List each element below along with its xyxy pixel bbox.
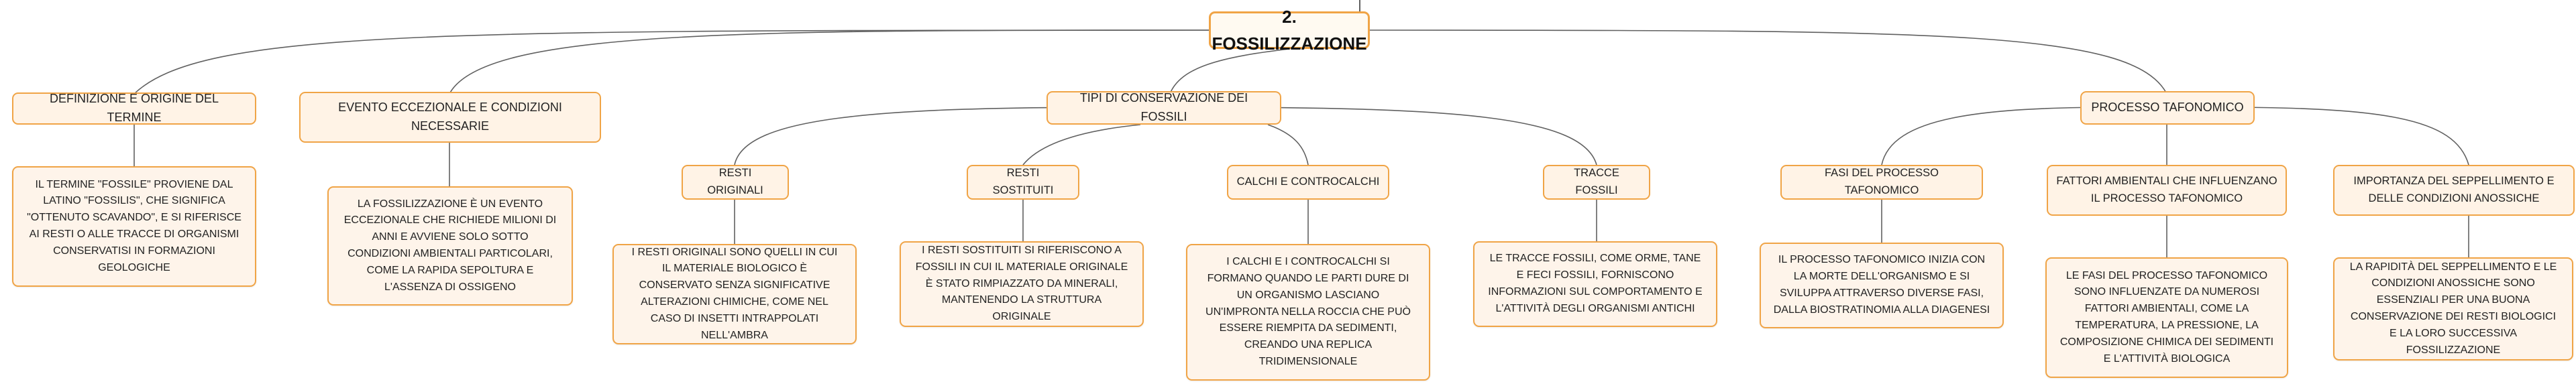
node-fasi-processo[interactable]: FASI DEL PROCESSO TAFONOMICO — [1780, 165, 1983, 200]
text-definizione: IL TERMINE "FOSSILE" PROVIENE DAL LATINO… — [12, 166, 256, 287]
connector-root-tipi — [1169, 48, 1290, 94]
text-importanza-seppellimento: LA RAPIDITÀ DEL SEPPELLIMENTO E LE CONDI… — [2333, 257, 2573, 361]
connector-tipi-tracce — [1200, 107, 1597, 166]
node-resti-originali[interactable]: RESTI ORIGINALI — [682, 165, 789, 200]
connector-root-definizione — [133, 29, 1210, 94]
text-tracce-fossili: LE TRACCE FOSSILI, COME ORME, TANE E FEC… — [1473, 241, 1717, 327]
text-resti-sostituiti: I RESTI SOSTITUITI SI RIFERISCONO A FOSS… — [900, 241, 1144, 327]
text-evento: LA FOSSILIZZAZIONE È UN EVENTO ECCEZIONA… — [327, 186, 573, 306]
node-fattori-ambientali[interactable]: FATTORI AMBIENTALI CHE INFLUENZANO IL PR… — [2047, 165, 2287, 216]
node-definizione[interactable]: DEFINIZIONE E ORIGINE DEL TERMINE — [12, 92, 256, 125]
node-calchi-controcalchi[interactable]: CALCHI E CONTROCALCHI — [1227, 165, 1389, 200]
connector-tipi-calchi — [1267, 124, 1309, 166]
connector-root-evento — [449, 29, 1210, 94]
text-resti-originali: I RESTI ORIGINALI SONO QUELLI IN CUI IL … — [612, 244, 857, 344]
node-tracce-fossili[interactable]: TRACCE FOSSILI — [1543, 165, 1650, 200]
node-evento[interactable]: EVENTO ECCEZIONALE E CONDIZIONI NECESSAR… — [299, 92, 601, 143]
text-fasi-processo: IL PROCESSO TAFONOMICO INIZIA CON LA MOR… — [1760, 243, 2004, 328]
text-fattori-ambientali: LE FASI DEL PROCESSO TAFONOMICO SONO INF… — [2045, 257, 2288, 378]
connector-processo-fasi — [1881, 107, 2121, 166]
connector-root-processo — [1369, 29, 2167, 94]
connector-tipi-resti-sostituiti — [1022, 124, 1141, 166]
text-calchi-controcalchi: I CALCHI E I CONTROCALCHI SI FORMANO QUA… — [1186, 244, 1430, 381]
node-resti-sostituiti[interactable]: RESTI SOSTITUITI — [967, 165, 1079, 200]
node-importanza-seppellimento[interactable]: IMPORTANZA DEL SEPPELLIMENTO E DELLE CON… — [2333, 165, 2575, 216]
root-top-connector — [1359, 0, 1360, 11]
connector-tipi-resti-originali — [734, 107, 1121, 166]
root-node[interactable]: 2. FOSSILIZZAZIONE — [1209, 7, 1370, 54]
node-tipi-conservazione[interactable]: TIPI DI CONSERVAZIONE DEI FOSSILI — [1046, 91, 1281, 125]
connector-processo-importanza — [2213, 107, 2469, 166]
node-processo-tafonomico[interactable]: PROCESSO TAFONOMICO — [2080, 91, 2255, 125]
